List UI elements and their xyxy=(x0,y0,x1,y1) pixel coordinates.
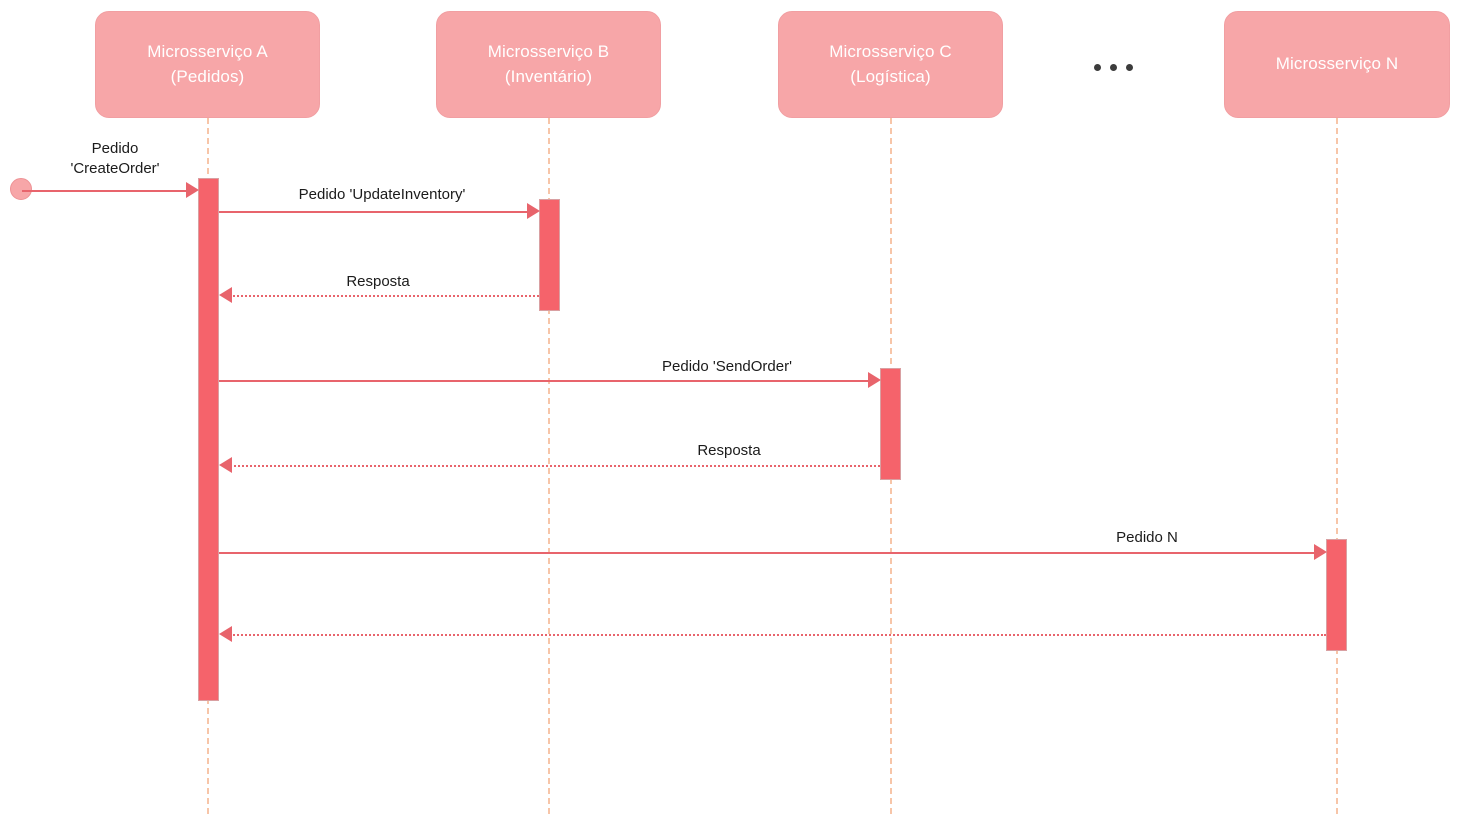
participant-microsservico-n[interactable]: Microsserviço N xyxy=(1224,11,1450,118)
participant-microsservico-b[interactable]: Microsserviço B (Inventário) xyxy=(436,11,661,118)
participant-a-label: Microsserviço A (Pedidos) xyxy=(147,42,268,86)
participant-n-label: Microsserviço N xyxy=(1275,54,1399,74)
message-line-update-inventory xyxy=(219,211,530,213)
message-line-resposta-n xyxy=(230,634,1326,636)
message-label-send-order: Pedido 'SendOrder' xyxy=(662,358,792,375)
message-line-pedido-n xyxy=(219,552,1317,554)
message-label-resposta-c: Resposta xyxy=(697,442,761,459)
ellipsis-icon xyxy=(1094,64,1133,71)
message-line-create-order xyxy=(22,190,189,192)
arrow-head-pedido-n xyxy=(1314,544,1327,560)
participant-c-label: Microsserviço C (Logística) xyxy=(829,42,952,86)
start-node[interactable] xyxy=(10,178,32,200)
message-line-resposta-b xyxy=(230,295,539,297)
message-line-send-order xyxy=(219,380,871,382)
message-label-create-order: Pedido 'CreateOrder' xyxy=(70,140,160,178)
message-label-resposta-b: Resposta xyxy=(346,273,410,290)
activation-bar-n[interactable] xyxy=(1326,539,1347,651)
arrow-head-create-order xyxy=(186,182,199,198)
message-label-pedido-n: Pedido N xyxy=(1116,529,1178,546)
ellipsis-dot-2 xyxy=(1110,64,1117,71)
participant-microsservico-c[interactable]: Microsserviço C (Logística) xyxy=(778,11,1003,118)
arrow-head-resposta-b xyxy=(219,287,232,303)
activation-bar-a[interactable] xyxy=(198,178,219,701)
activation-bar-b[interactable] xyxy=(539,199,560,311)
message-label-update-inventory: Pedido 'UpdateInventory' xyxy=(298,186,466,203)
ellipsis-dot-3 xyxy=(1126,64,1133,71)
participant-b-label: Microsserviço B (Inventário) xyxy=(487,42,610,86)
participant-microsservico-a[interactable]: Microsserviço A (Pedidos) xyxy=(95,11,320,118)
ellipsis-dot-1 xyxy=(1094,64,1101,71)
arrow-head-resposta-n xyxy=(219,626,232,642)
activation-bar-c[interactable] xyxy=(880,368,901,480)
arrow-head-update-inventory xyxy=(527,203,540,219)
lifeline-n xyxy=(1336,118,1338,814)
message-line-resposta-c xyxy=(230,465,880,467)
arrow-head-send-order xyxy=(868,372,881,388)
arrow-head-resposta-c xyxy=(219,457,232,473)
